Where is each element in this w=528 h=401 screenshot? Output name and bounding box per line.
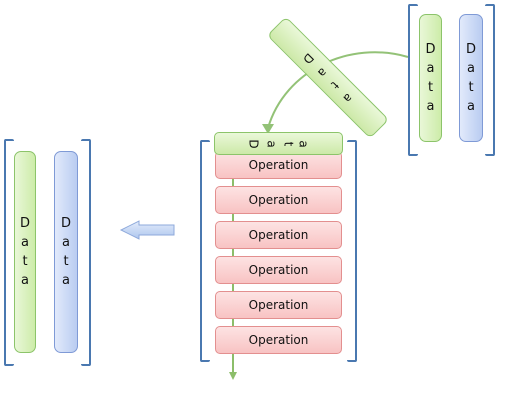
data-char: a xyxy=(467,61,475,76)
operation-label: Operation xyxy=(248,193,309,207)
data-char: D xyxy=(465,42,476,57)
operation-label: Operation xyxy=(248,228,309,242)
output-arrow xyxy=(119,220,175,240)
data-char: D xyxy=(300,49,317,67)
data-char: t xyxy=(281,141,296,146)
output-data-column-blue: D a t a xyxy=(54,151,78,353)
input-bracket-right xyxy=(485,4,495,156)
data-char: t xyxy=(22,254,28,269)
data-char: t xyxy=(468,80,474,95)
data-char: a xyxy=(340,90,356,106)
operation-label: Operation xyxy=(248,158,309,172)
operation-block: Operation xyxy=(215,221,342,249)
data-char: a xyxy=(62,235,70,250)
input-data-column-green: D a t a xyxy=(419,14,442,142)
operation-label: Operation xyxy=(248,263,309,277)
stack-bracket-right xyxy=(347,140,357,362)
data-char: t xyxy=(63,254,69,269)
data-char: D xyxy=(60,216,71,231)
input-curve-arrowhead xyxy=(262,124,274,134)
data-char: D xyxy=(19,216,30,231)
output-data-column-green: D a t a xyxy=(14,151,36,353)
data-char: D xyxy=(246,138,261,149)
operation-label: Operation xyxy=(248,298,309,312)
data-char: t xyxy=(328,78,343,92)
data-char: a xyxy=(426,99,435,114)
output-bracket-left xyxy=(4,139,14,366)
operation-block: Operation xyxy=(215,291,342,319)
data-char: a xyxy=(297,139,312,148)
stack-data-strip: D a t a xyxy=(214,132,343,155)
operation-block: Operation xyxy=(215,326,342,354)
data-char: D xyxy=(425,42,436,57)
data-char: a xyxy=(62,273,70,288)
data-char: a xyxy=(21,273,29,288)
input-data-column-blue: D a t a xyxy=(459,14,483,142)
data-char: a xyxy=(315,64,331,80)
data-char: a xyxy=(467,99,475,114)
operation-block: Operation xyxy=(215,256,342,284)
operation-block: Operation xyxy=(215,151,342,179)
data-char: a xyxy=(426,61,435,76)
input-bracket-left xyxy=(408,4,418,156)
stack-bracket-left xyxy=(200,140,210,362)
flow-arrowhead xyxy=(229,372,237,380)
operation-label: Operation xyxy=(248,333,309,347)
data-char: a xyxy=(21,235,29,250)
operation-block: Operation xyxy=(215,186,342,214)
data-char: t xyxy=(427,80,434,95)
output-bracket-right xyxy=(81,139,91,366)
data-char: a xyxy=(265,139,280,148)
